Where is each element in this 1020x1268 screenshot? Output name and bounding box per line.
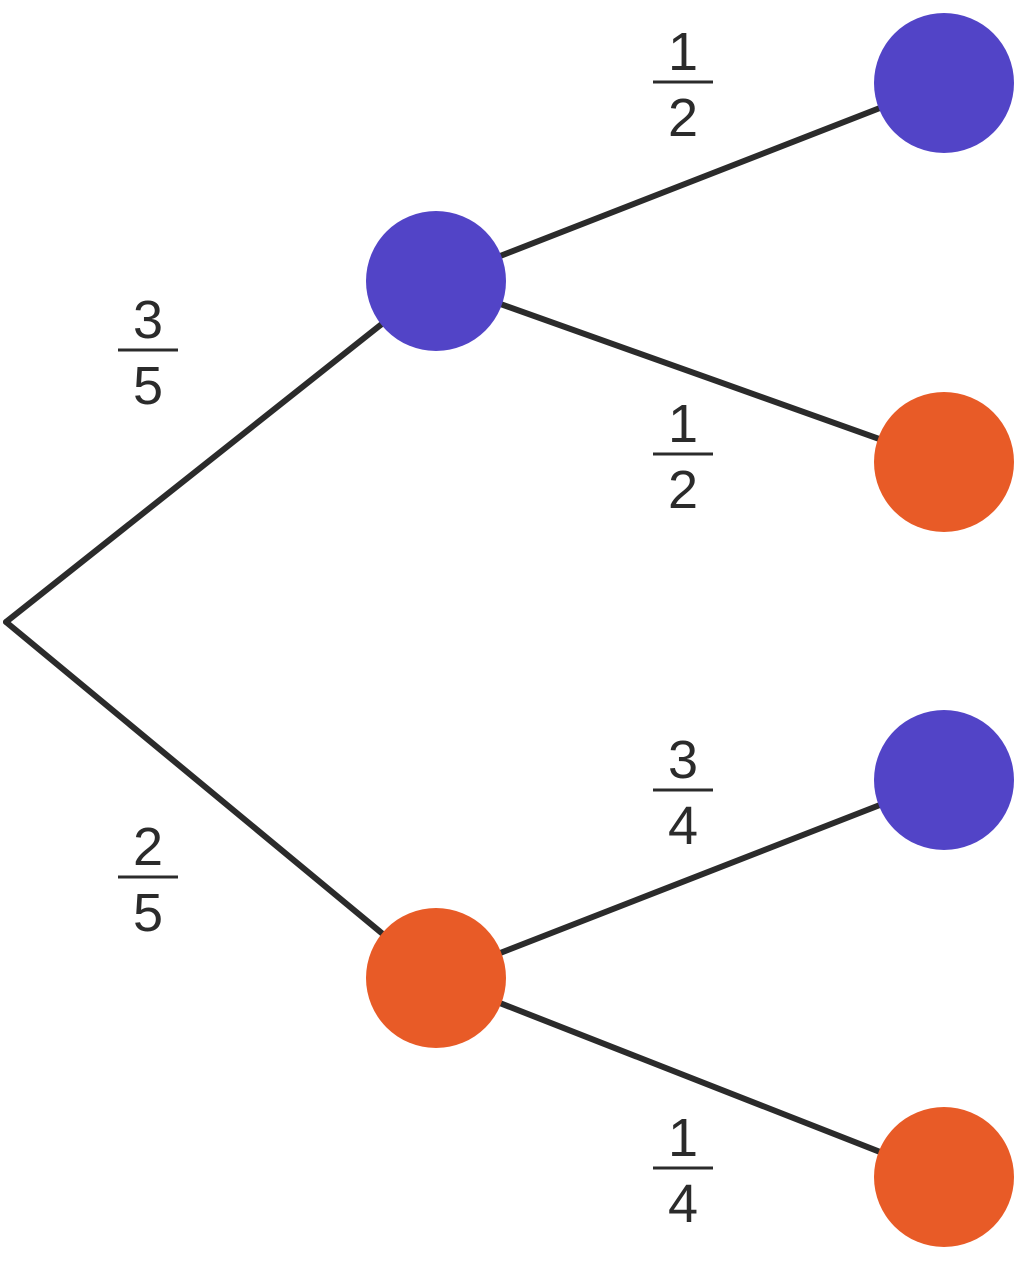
numerator: 1	[668, 22, 698, 82]
node-first-blue-blue	[366, 211, 506, 351]
numerator: 1	[668, 1108, 698, 1168]
probability-label-blue-orange: 12	[653, 394, 713, 520]
branch-line-blue-orange	[433, 278, 947, 465]
node-orange-blue-blue	[874, 710, 1014, 850]
denominator: 4	[668, 1174, 698, 1234]
denominator: 2	[668, 88, 698, 148]
branch-line-orange-orange	[433, 975, 947, 1180]
node-blue-blue-blue	[874, 13, 1014, 153]
probability-label-first-orange: 25	[118, 817, 178, 943]
numerator: 3	[133, 290, 163, 350]
branch-line-first-blue	[3, 278, 439, 625]
branch-line-blue-blue	[433, 80, 947, 284]
denominator: 4	[668, 796, 698, 856]
denominator: 2	[668, 460, 698, 520]
node-blue-orange-orange	[874, 392, 1014, 532]
probability-label-first-blue: 35	[118, 290, 178, 416]
numerator: 2	[133, 817, 163, 877]
branch-line-first-orange	[3, 619, 439, 981]
probability-label-orange-blue: 34	[653, 730, 713, 856]
branch-line-orange-blue	[433, 777, 947, 981]
node-orange-orange-orange	[874, 1107, 1014, 1247]
denominator: 5	[133, 883, 163, 943]
numerator: 3	[668, 730, 698, 790]
probability-label-blue-blue: 12	[653, 22, 713, 148]
denominator: 5	[133, 356, 163, 416]
probability-label-orange-orange: 14	[653, 1108, 713, 1234]
numerator: 1	[668, 394, 698, 454]
node-first-orange-orange	[366, 908, 506, 1048]
